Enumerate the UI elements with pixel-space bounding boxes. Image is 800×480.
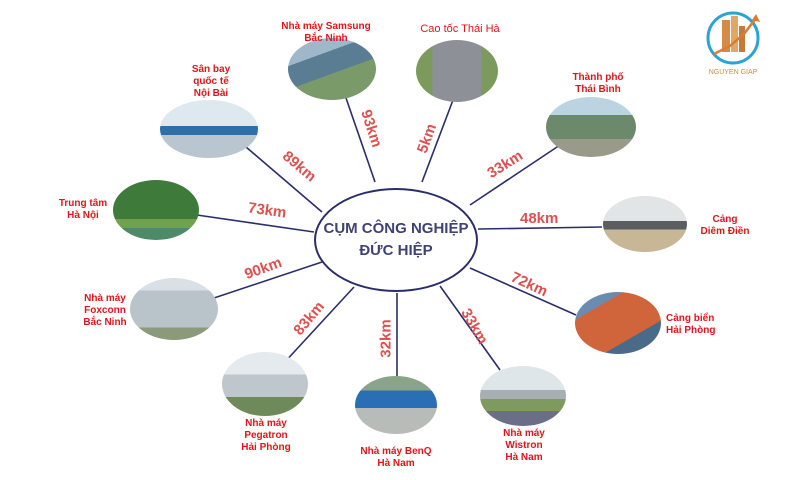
svg-text:NGUYEN GIAP: NGUYEN GIAP (709, 69, 758, 76)
hai-phong-container-port-photo (575, 292, 661, 354)
samsung-factory-photo (288, 38, 376, 100)
foxconn-factory-photo (130, 278, 218, 340)
distance-benq: 32km (377, 319, 395, 358)
pegatron-factory-photo (222, 352, 308, 416)
benq-factory-photo (355, 376, 437, 434)
diem-dien-port-photo (603, 196, 687, 252)
hub-title-line2: ĐỨC HIỆP (359, 242, 433, 259)
hub-ellipse: CỤM CÔNG NGHIỆP ĐỨC HIỆP (314, 188, 478, 292)
building-growth-logo-icon: NGUYEN GIAP (700, 8, 766, 78)
highway-photo (416, 40, 498, 102)
wistron-factory-photo (480, 366, 566, 426)
turtle-tower-photo (113, 180, 199, 240)
label-thai-ha: Cao tốc Thái Hà (420, 23, 500, 35)
thai-binh-city-photo (546, 97, 636, 157)
distance-diem-dien: 48km (520, 210, 559, 227)
hub-title-line1: CỤM CÔNG NGHIỆP (323, 220, 469, 237)
airport-photo (160, 100, 258, 158)
